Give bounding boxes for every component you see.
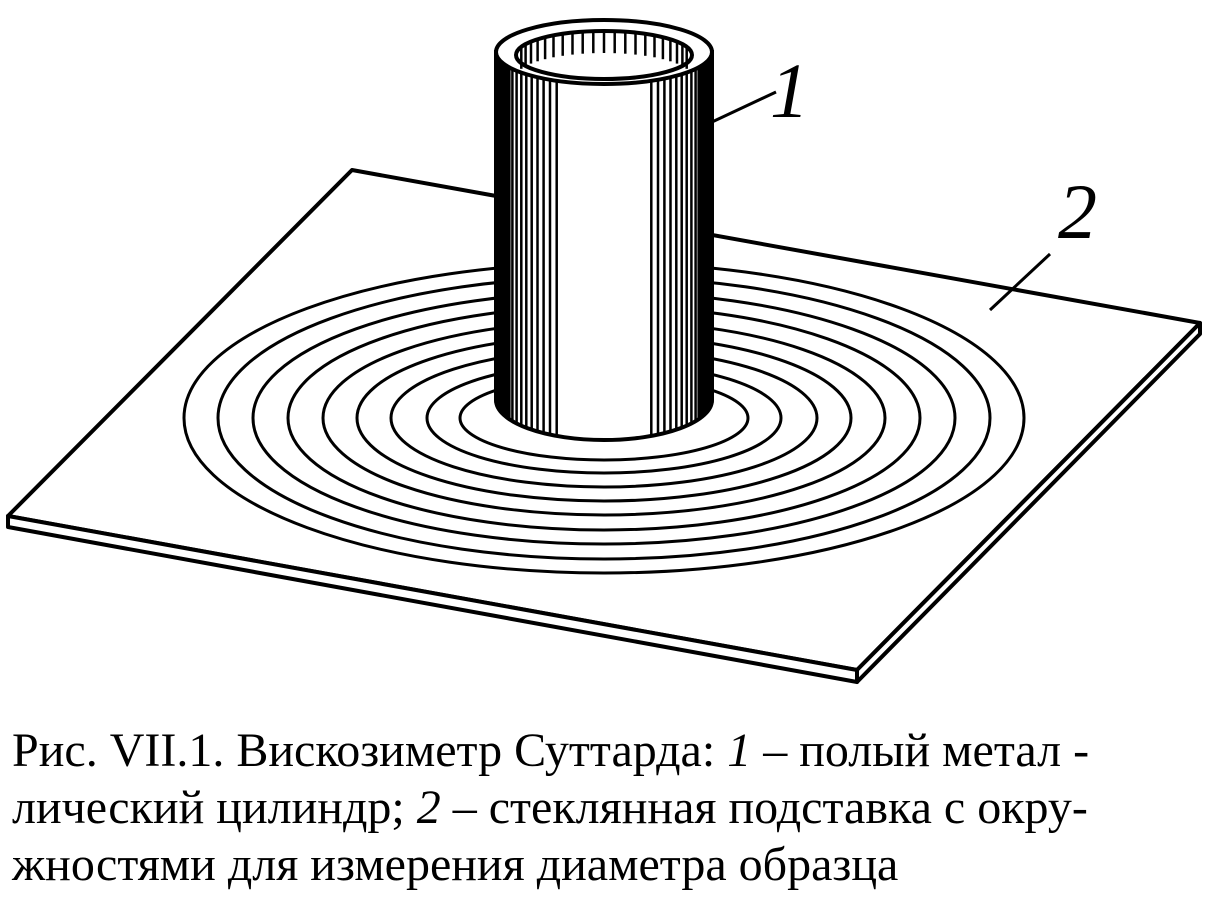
caption-line-3: жностями для измерения диаметра образца (12, 838, 899, 891)
caption-line-1-text-a: Рис. VII.1. Вискозиметр Суттарда: (12, 724, 728, 777)
cylinder-body (494, 50, 714, 442)
caption-line-2: лический цилиндр; 2 – стеклянная подстав… (12, 779, 1212, 836)
cylinder-bore-hatching (520, 31, 688, 69)
caption-line-2-text-b: – стеклянная подставка с окру- (440, 781, 1088, 834)
figure-caption: Рис. VII.1. Вискозиметр Суттарда: 1 – по… (12, 722, 1212, 893)
leader-line-2 (988, 252, 1052, 312)
caption-item-number-2: 2 (416, 781, 441, 834)
caption-item-number-1: 1 (727, 724, 752, 777)
hollow-metal-cylinder (494, 18, 714, 442)
plate-right-edge (855, 321, 1202, 684)
label-1: 1 (770, 47, 809, 134)
label-2: 2 (1058, 168, 1097, 255)
caption-line-1: Рис. VII.1. Вискозиметр Суттарда: 1 – по… (12, 722, 1212, 779)
leader-line-1 (711, 90, 777, 124)
caption-line-1-text-b: – полый метал - (751, 724, 1090, 777)
suttard-viscometer-drawing: 1 2 (6, 18, 1202, 684)
caption-line-2-text-a: лический цилиндр; (12, 781, 417, 834)
cylinder-hatching (494, 54, 714, 436)
